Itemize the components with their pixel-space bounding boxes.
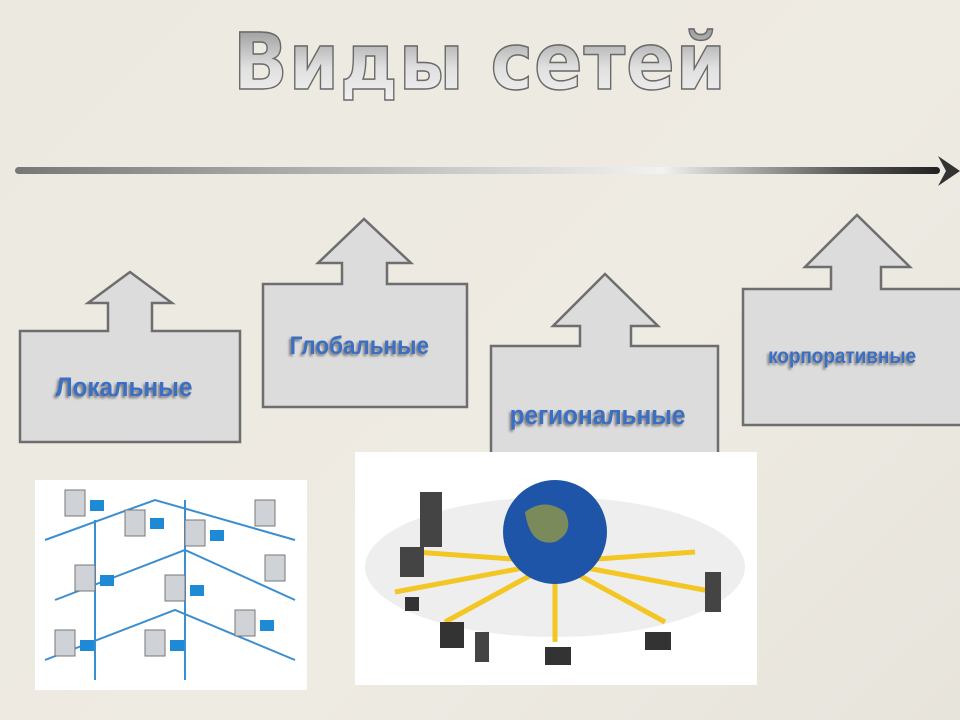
callout-corporate	[741, 213, 960, 427]
callout-regional	[489, 272, 720, 484]
slide-title: Виды сетей	[38, 17, 921, 109]
global-network-image	[355, 452, 757, 685]
label-global: Глобальные	[289, 332, 429, 360]
label-corporate: корпоративные	[768, 345, 917, 368]
callout-global	[261, 217, 469, 409]
callout-local	[18, 270, 242, 444]
label-regional: региональные	[509, 400, 686, 430]
label-local: Локальные	[55, 372, 193, 402]
local-network-image	[35, 480, 307, 690]
timeline-arrow	[15, 156, 960, 186]
